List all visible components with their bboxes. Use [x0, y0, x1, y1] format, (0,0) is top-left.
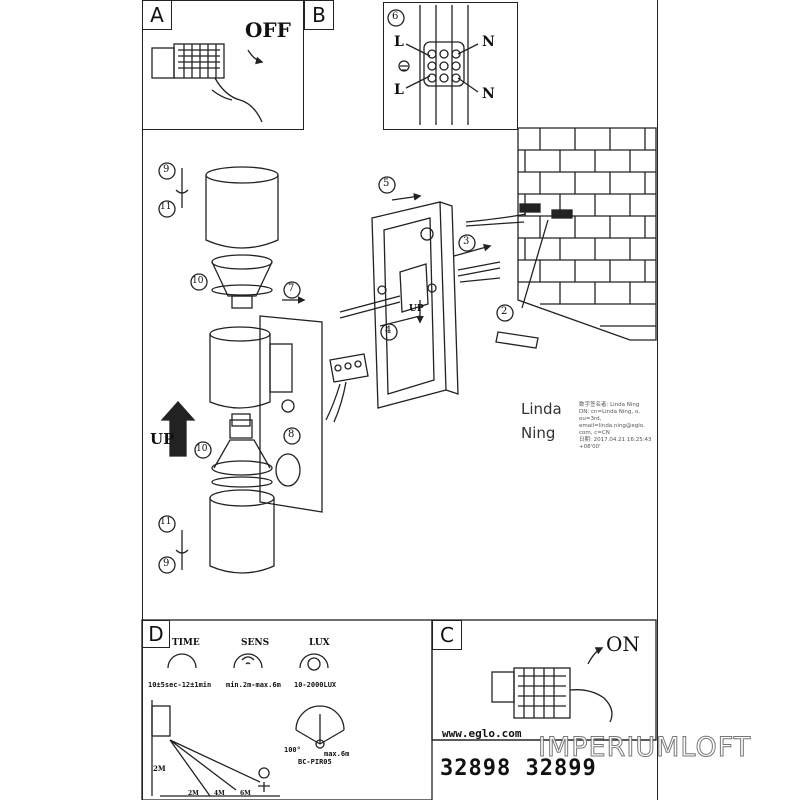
wire-l-bottom: L — [394, 82, 404, 98]
brick-wall — [517, 127, 657, 341]
mount-height: 2M — [153, 764, 166, 773]
signature-note-6: +08'00' — [579, 444, 601, 450]
signature-note-4: com, c=CN — [579, 430, 610, 436]
step-8: 8 — [288, 429, 295, 440]
wire-n-top: N — [482, 34, 495, 50]
supply-cable — [465, 213, 527, 223]
website: www.eglo.com — [442, 727, 522, 740]
step-10-bottom: 10 — [196, 444, 208, 454]
ground-6m: 6M — [240, 790, 251, 797]
step-5: 5 — [383, 178, 390, 189]
setting-time-title: TIME — [172, 638, 200, 648]
terminal-block-illustration — [398, 5, 479, 125]
bottom-reflector — [211, 419, 273, 488]
switch-box-on — [491, 647, 613, 723]
step-6: 6 — [392, 11, 399, 22]
ground-2m: 2M — [188, 790, 199, 797]
panel-c-letter: C — [432, 620, 462, 650]
sensor-model: BC-PIR05 — [298, 758, 332, 766]
step-3: 3 — [463, 236, 470, 247]
panel-a-letter: A — [142, 0, 172, 30]
up-label: UP — [150, 430, 175, 448]
step-2: 2 — [501, 306, 508, 317]
drill-illustration — [495, 331, 539, 349]
lamp-body — [209, 315, 323, 513]
step-10-top: 10 — [192, 276, 204, 286]
setting-lux-range: 10-2000LUX — [294, 681, 337, 689]
setting-sens-title: SENS — [241, 638, 270, 648]
ground-4m: 4M — [214, 790, 225, 797]
up-small-label: UP — [409, 304, 424, 314]
signature-name-1: Linda — [521, 400, 562, 418]
model-numbers: 32898 32899 — [440, 756, 597, 781]
panel-b-letter: B — [304, 0, 334, 30]
step-9-top: 9 — [163, 164, 170, 175]
signature-note-5: 日期: 2017.04.21 16:25:43 — [579, 437, 652, 443]
page-frame — [142, 0, 658, 800]
signature-note-3: email=linda.ning@eglo. — [579, 423, 645, 429]
connector-block — [325, 353, 369, 423]
off-label: OFF — [245, 18, 291, 42]
step-7: 7 — [288, 283, 295, 294]
switch-box-illustration — [151, 43, 264, 123]
detection-angle: 100° — [284, 746, 301, 754]
bottom-glass-cover — [209, 489, 275, 574]
step-4: 4 — [385, 325, 392, 336]
signature-note-1: DN: cn=Linda Ning, o, — [579, 409, 640, 415]
detection-distance: max.6m — [324, 750, 350, 758]
up-arrow — [160, 401, 196, 457]
setting-time-range: 10±5sec-12±1min — [148, 681, 212, 689]
signature-name-2: Ning — [521, 424, 556, 442]
on-label: ON — [606, 632, 640, 656]
signature-note-0: 数字签名者: Linda Ning — [579, 402, 640, 408]
step-11-bottom: 11 — [160, 517, 172, 527]
watermark: IMPERIUMLOFT — [537, 732, 752, 764]
screws — [339, 261, 501, 327]
wire-n-bottom: N — [482, 86, 495, 102]
step-11-top: 11 — [160, 202, 172, 212]
step-9-bottom: 9 — [163, 558, 170, 569]
wire-l-top: L — [394, 34, 404, 50]
panel-d-letter: D — [142, 620, 170, 648]
signature-note-2: ou=3rd, — [579, 416, 602, 422]
setting-lux-title: LUX — [309, 638, 330, 648]
top-reflector — [211, 254, 273, 309]
setting-sens-range: min.2m-max.6m — [226, 681, 281, 689]
top-glass-cover — [205, 166, 279, 249]
